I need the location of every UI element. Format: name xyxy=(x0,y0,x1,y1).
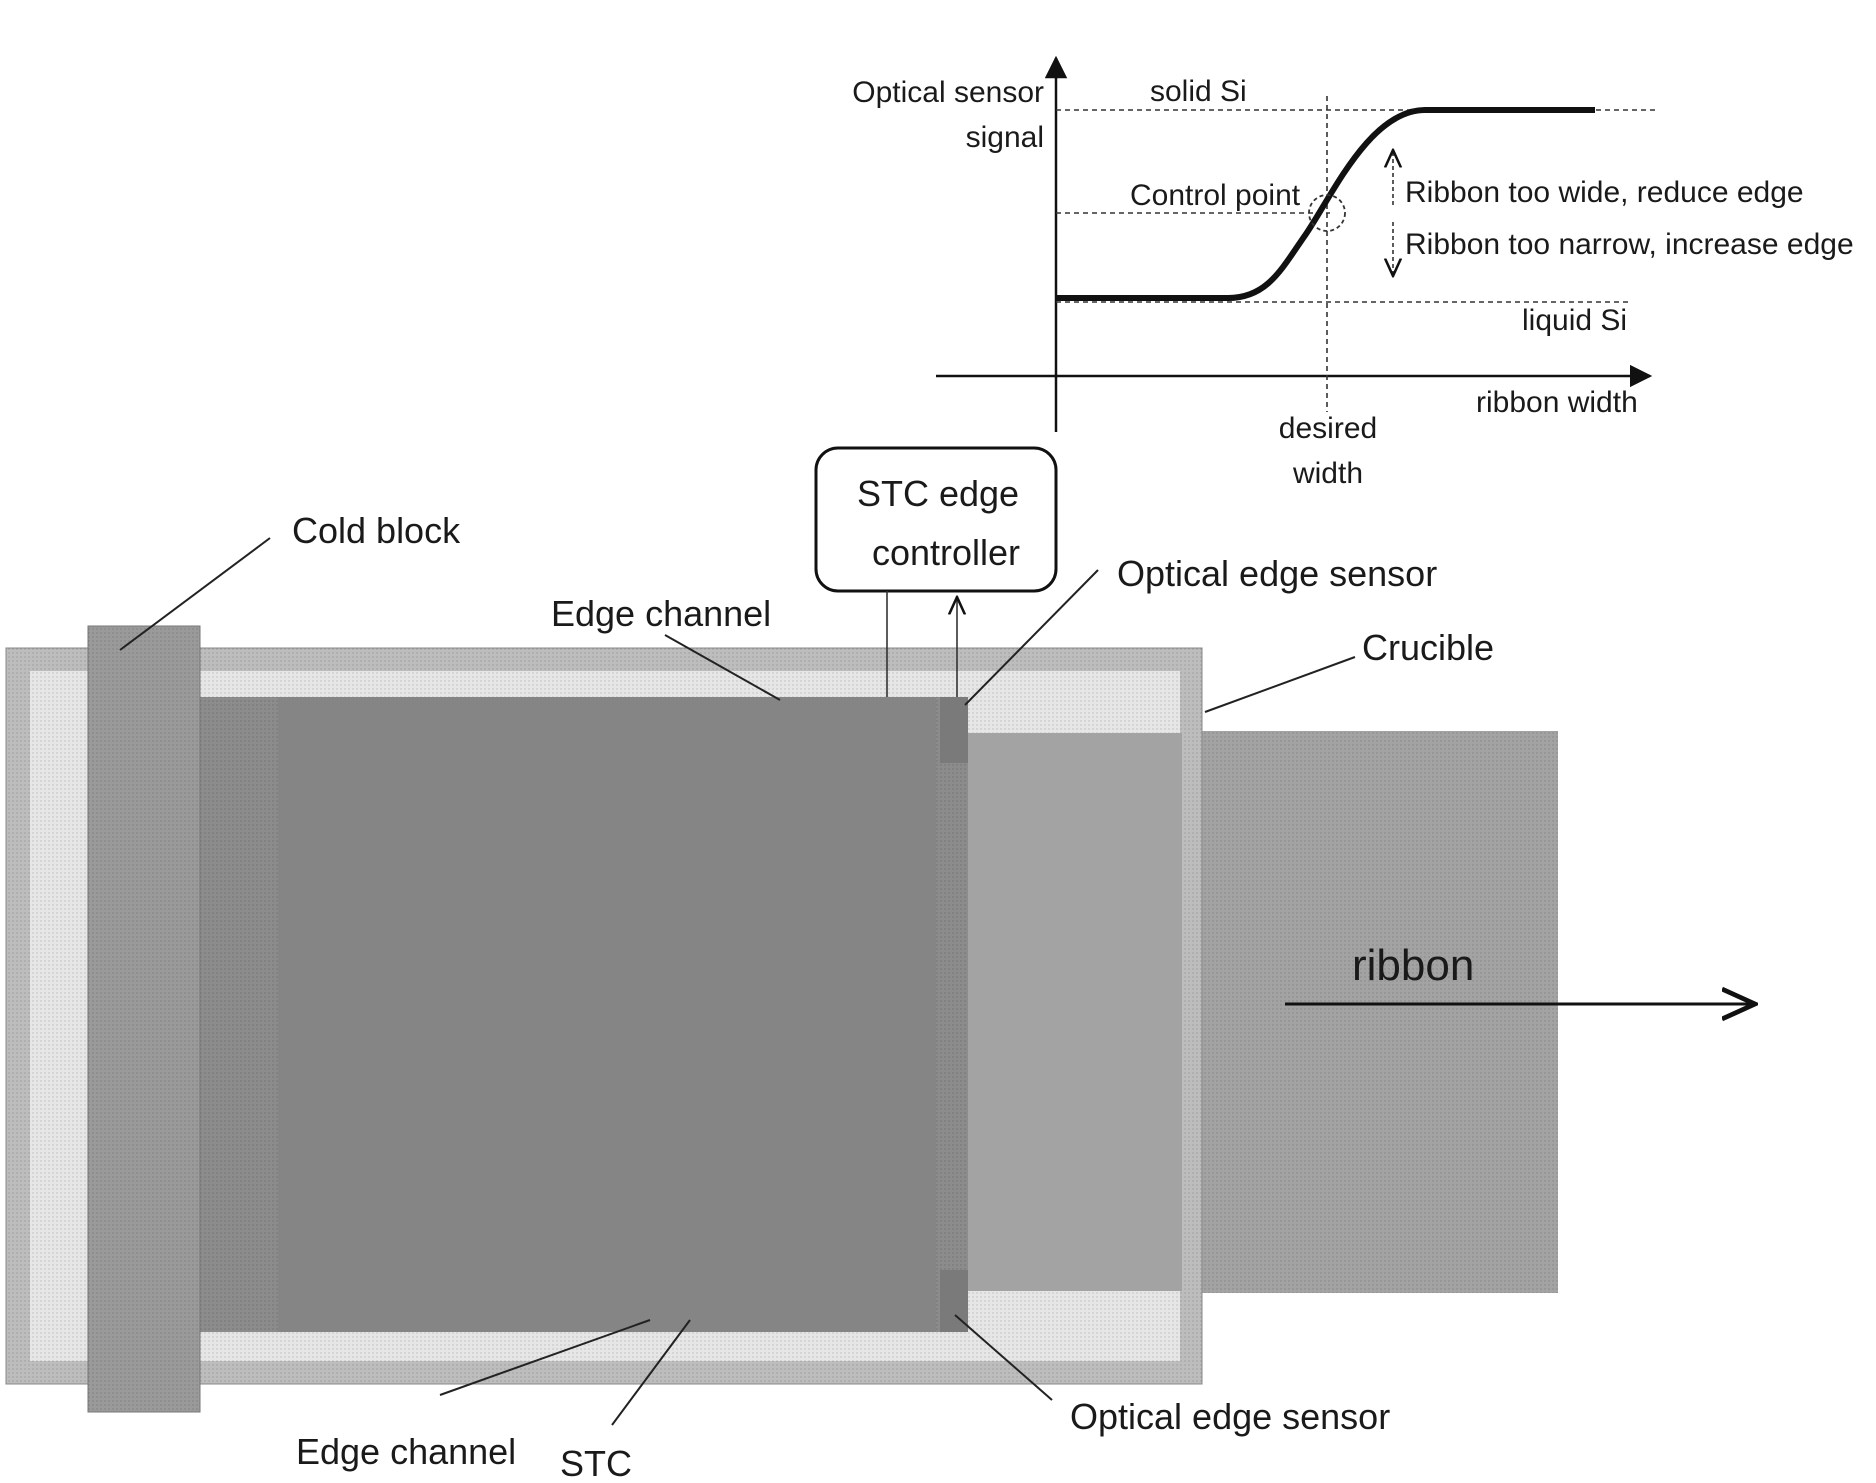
x-axis-label: ribbon width xyxy=(1476,386,1638,419)
stc-inner xyxy=(278,697,936,1332)
crucible-label: Crucible xyxy=(1362,627,1494,668)
apparatus xyxy=(6,626,1558,1412)
ribbon-label: ribbon xyxy=(1352,941,1474,990)
edge-channel-top-label: Edge channel xyxy=(551,593,771,634)
too-narrow-label: Ribbon too narrow, increase edge xyxy=(1405,228,1854,261)
edge-channel-bottom-label: Edge channel xyxy=(296,1431,516,1472)
control-point-label: Control point xyxy=(1130,179,1301,212)
solid-level-label: solid Si xyxy=(1150,75,1247,108)
too-wide-label: Ribbon too wide, reduce edge xyxy=(1405,176,1804,209)
desired-width-label-line1: desired xyxy=(1279,412,1377,445)
sensor-strip-top xyxy=(940,697,968,763)
crucible-leader xyxy=(1205,657,1355,712)
crucible-right-interior xyxy=(968,733,1182,1291)
desired-width-label-line2: width xyxy=(1292,457,1363,490)
sensor-signal-graph: Optical sensor signal solid Si Control p… xyxy=(852,58,1853,490)
liquid-level-label: liquid Si xyxy=(1522,304,1627,337)
stc-label: STC xyxy=(560,1443,632,1483)
y-axis-label-line1: Optical sensor xyxy=(852,76,1044,109)
controller-label-line2: controller xyxy=(872,532,1020,573)
cold-block-texture xyxy=(88,626,200,1412)
cold-block-label: Cold block xyxy=(292,510,461,551)
optical-edge-sensor-bottom-label: Optical edge sensor xyxy=(1070,1396,1390,1437)
y-axis-label-line2: signal xyxy=(966,121,1044,154)
stc-edge-controller: STC edge controller xyxy=(816,448,1056,591)
controller-label-line1: STC edge xyxy=(857,473,1019,514)
optical-edge-sensor-top-label: Optical edge sensor xyxy=(1117,553,1437,594)
